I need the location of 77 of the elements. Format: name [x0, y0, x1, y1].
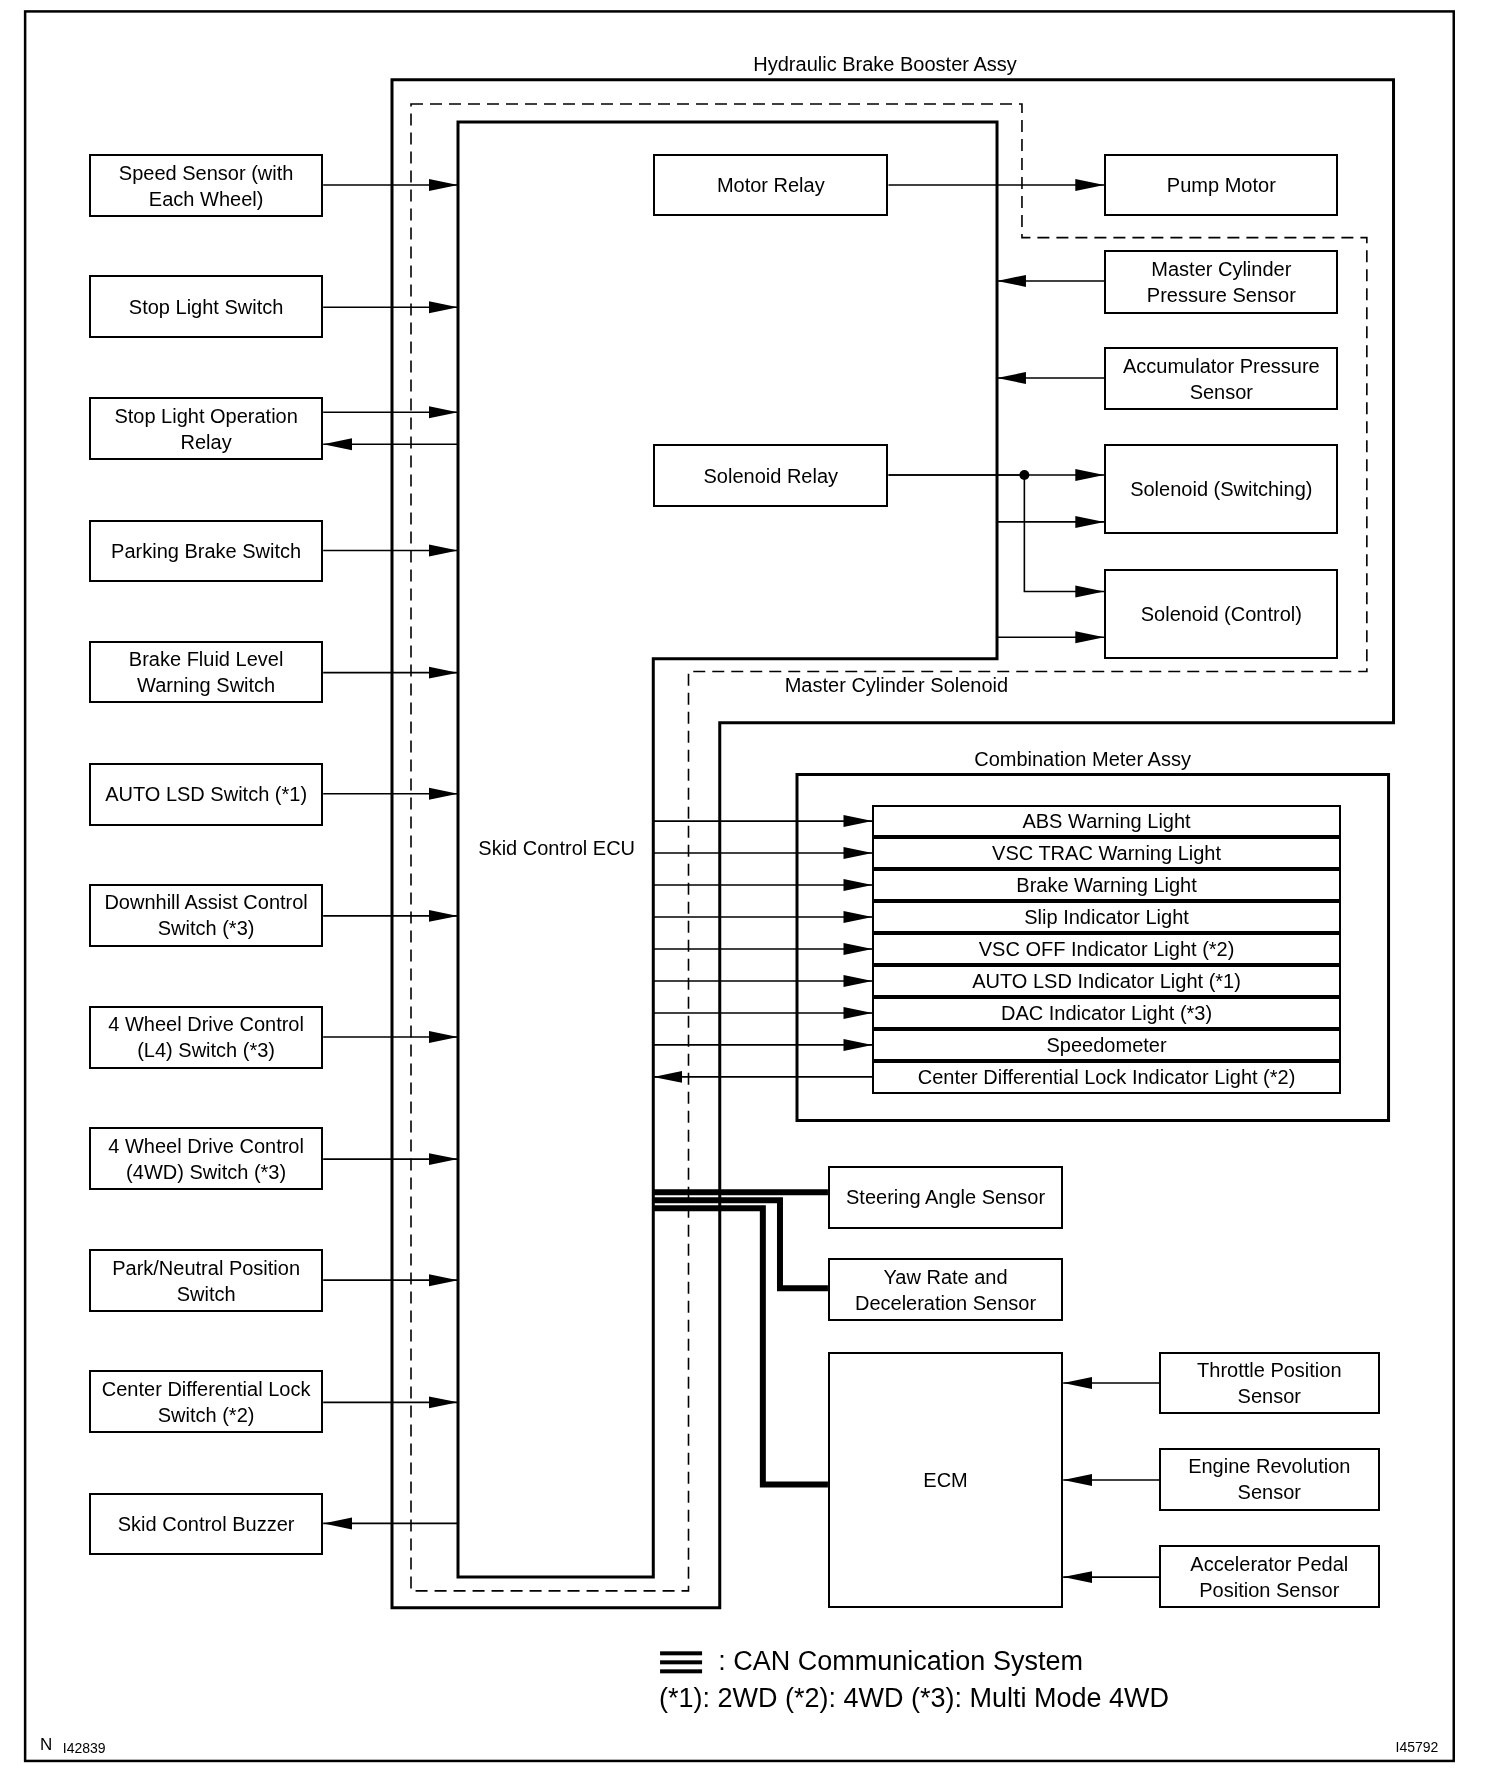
arrow	[322, 179, 459, 191]
component-box: Accumulator Pressure Sensor	[1104, 347, 1339, 410]
indicator-row: DAC Indicator Light (*3)	[872, 996, 1341, 1029]
component-box: Solenoid (Control)	[1104, 568, 1339, 659]
component-box: Steering Angle Sensor	[827, 1165, 1064, 1229]
arrow	[322, 406, 459, 419]
bus-line	[653, 1197, 828, 1292]
component-box: Accelerator Pedal Position Sensor	[1159, 1545, 1380, 1608]
arrow	[887, 179, 1106, 191]
footnote-text: (*1): 2WD (*2): 4WD (*3): Multi Mode 4WD	[658, 1683, 1169, 1715]
arrow	[652, 911, 874, 923]
component-box: Park/Neutral Position Switch	[89, 1249, 324, 1313]
component-box: Skid Control Buzzer	[89, 1492, 324, 1556]
indicator-row: VSC OFF Indicator Light (*2)	[872, 933, 1341, 965]
indicator-row: ABS Warning Light	[872, 805, 1341, 838]
control-unit-box: ECM	[827, 1352, 1064, 1608]
arrow	[652, 847, 874, 860]
arrow	[652, 815, 874, 828]
component-box: Solenoid Relay	[653, 444, 889, 507]
group-title: Master Cylinder Solenoid	[783, 673, 1010, 697]
component-box: AUTO LSD Switch (*1)	[89, 762, 324, 826]
arrow	[652, 974, 874, 987]
arrow	[652, 943, 874, 955]
arrow	[652, 1038, 874, 1051]
arrow	[996, 515, 1106, 528]
group-title: Skid Control ECU	[477, 837, 637, 861]
indicator-row: AUTO LSD Indicator Light (*1)	[872, 964, 1341, 997]
indicator-row: Center Differential Lock Indicator Light (*2)	[872, 1060, 1341, 1094]
bus-line	[653, 1205, 828, 1488]
arrow	[652, 879, 874, 892]
arrow	[1062, 1376, 1160, 1389]
component-box: Parking Brake Switch	[89, 519, 324, 583]
component-box: Master Cylinder Pressure Sensor	[1104, 250, 1339, 314]
arrow	[887, 474, 1106, 598]
arrow	[322, 301, 459, 314]
arrow	[1062, 1571, 1160, 1584]
component-box: Pump Motor	[1104, 154, 1339, 216]
component-box: Motor Relay	[653, 154, 889, 216]
arrow	[652, 1070, 874, 1083]
arrow	[322, 1396, 459, 1409]
drawing-number: I42839	[62, 1740, 106, 1756]
arrow	[996, 631, 1106, 644]
component-box: Solenoid (Switching)	[1104, 444, 1339, 535]
arrow	[322, 1153, 459, 1166]
indicator-row: Brake Warning Light	[872, 869, 1341, 901]
component-box: Speed Sensor (with Each Wheel)	[89, 154, 324, 217]
arrow	[322, 438, 459, 451]
group-title: Hydraulic Brake Booster Assy	[752, 52, 1018, 76]
indicator-row: Slip Indicator Light	[872, 901, 1341, 933]
arrow	[322, 544, 459, 557]
indicator-row: Speedometer	[872, 1028, 1341, 1061]
arrow	[996, 274, 1106, 287]
arrow	[652, 1006, 874, 1019]
component-box: Throttle Position Sensor	[1159, 1352, 1380, 1414]
indicator-row: VSC TRAC Warning Light	[872, 837, 1341, 870]
drawing-number: I45792	[1395, 1738, 1439, 1755]
component-box: Center Differential Lock Switch (*2)	[89, 1370, 324, 1434]
component-box: Yaw Rate and Deceleration Sensor	[827, 1258, 1064, 1322]
component-box: 4 Wheel Drive Control (4WD) Switch (*3)	[89, 1127, 324, 1190]
arrow	[1062, 1474, 1160, 1486]
component-box: Engine Revolution Sensor	[1159, 1448, 1380, 1511]
arrow	[322, 1517, 459, 1530]
arrow	[996, 372, 1106, 384]
arrow	[322, 1274, 459, 1287]
component-box: Stop Light Switch	[89, 275, 324, 338]
arrow	[322, 787, 459, 800]
bus-line	[653, 1189, 828, 1196]
component-box: Downhill Assist Control Switch (*3)	[89, 883, 324, 947]
drawing-code: N	[39, 1734, 53, 1755]
arrow	[322, 1030, 459, 1043]
group-title: Combination Meter Assy	[973, 748, 1192, 771]
legend-text: : CAN Communication System	[718, 1645, 1083, 1677]
component-box: Brake Fluid Level Warning Switch	[89, 640, 324, 704]
component-box: Stop Light Operation Relay	[89, 397, 324, 461]
arrow	[322, 666, 459, 679]
component-box: 4 Wheel Drive Control (L4) Switch (*3)	[89, 1006, 324, 1069]
arrow	[322, 909, 459, 922]
